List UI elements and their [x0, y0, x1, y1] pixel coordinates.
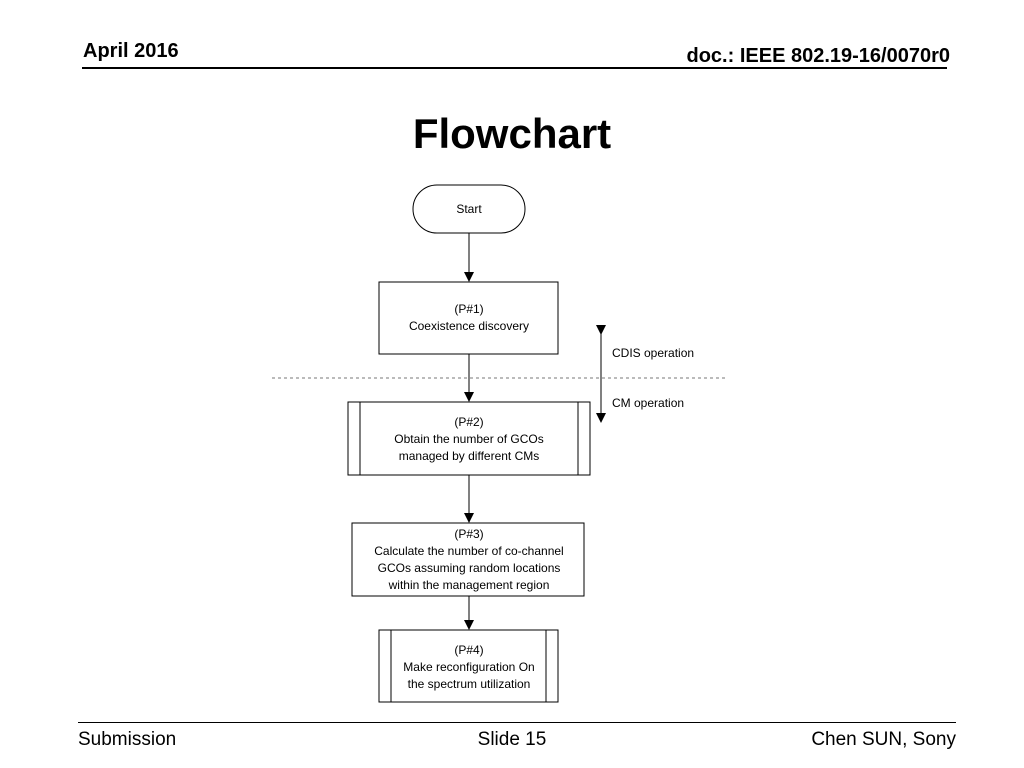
- slide-title: Flowchart: [412, 110, 612, 157]
- process-p3: (P#3) Calculate the number of co-channel…: [351, 522, 585, 597]
- p3-line-1: Calculate the number of co-channel: [374, 544, 563, 558]
- p3-line-2: GCOs assuming random locations: [378, 561, 561, 575]
- header-doc-id: doc.: IEEE 802.19-16/0070r0: [686, 45, 951, 67]
- footer-slide-number: Slide 15: [477, 729, 547, 750]
- process-p2: (P#2) Obtain the number of GCOs managed …: [347, 401, 591, 476]
- p4-line-1: Make reconfiguration On: [403, 660, 534, 674]
- p2-line-2: managed by different CMs: [399, 449, 540, 463]
- footer-author: Chen SUN, Sony: [811, 729, 956, 750]
- p2-id: (P#2): [454, 415, 483, 429]
- process-p1: (P#1) Coexistence discovery: [378, 281, 559, 355]
- start-terminator: Start: [412, 184, 526, 234]
- footer-submission: Submission: [78, 729, 177, 750]
- p4-line-2: the spectrum utilization: [408, 677, 531, 691]
- p4-id: (P#4): [454, 643, 483, 657]
- start-label: Start: [456, 202, 482, 216]
- header-divider: [82, 67, 947, 69]
- p3-line-3: within the management region: [388, 578, 550, 592]
- cdis-operation-label: CDIS operation: [612, 346, 694, 360]
- cm-operation-label: CM operation: [612, 396, 684, 410]
- process-p4: (P#4) Make reconfiguration On the spectr…: [378, 629, 559, 703]
- p2-line-1: Obtain the number of GCOs: [394, 432, 543, 446]
- p1-line-1: Coexistence discovery: [409, 319, 529, 333]
- header-date: April 2016: [83, 40, 179, 62]
- p1-id: (P#1): [454, 302, 483, 316]
- p3-id: (P#3): [454, 527, 483, 541]
- footer-divider: [78, 722, 956, 723]
